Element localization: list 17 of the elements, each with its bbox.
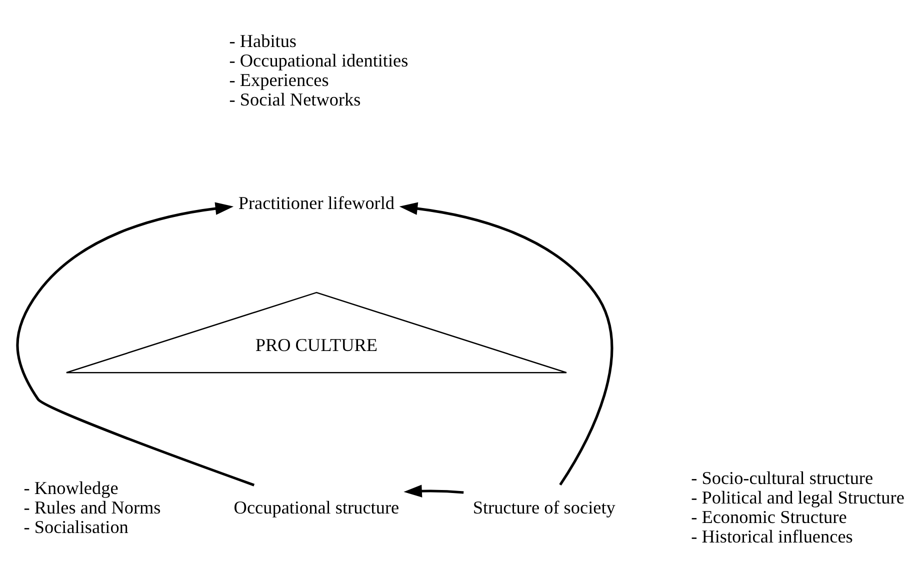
node-text: Occupational structure <box>234 496 400 517</box>
node-label: - Knowledge <box>24 477 118 498</box>
node-label: - Habitus <box>229 30 297 50</box>
node-label: - Political and legal Structure <box>691 487 904 508</box>
arrow <box>16 202 255 486</box>
node-label: - Historical influences <box>691 526 853 546</box>
node-text: Practitioner lifeworld <box>238 192 395 212</box>
node-label: - Experiences <box>229 70 329 90</box>
arrow <box>399 202 613 486</box>
node-label: - Economic Structure <box>691 506 847 527</box>
node-label: - Rules and Norms <box>24 496 161 517</box>
node-text: Structure of society <box>472 496 616 517</box>
node-label: - Socialisation <box>24 516 128 536</box>
arrow <box>404 484 464 497</box>
node-label: - Social Networks <box>229 89 361 110</box>
node-label: - Occupational identities <box>229 50 408 70</box>
node-label: - Socio-cultural structure <box>691 468 874 488</box>
